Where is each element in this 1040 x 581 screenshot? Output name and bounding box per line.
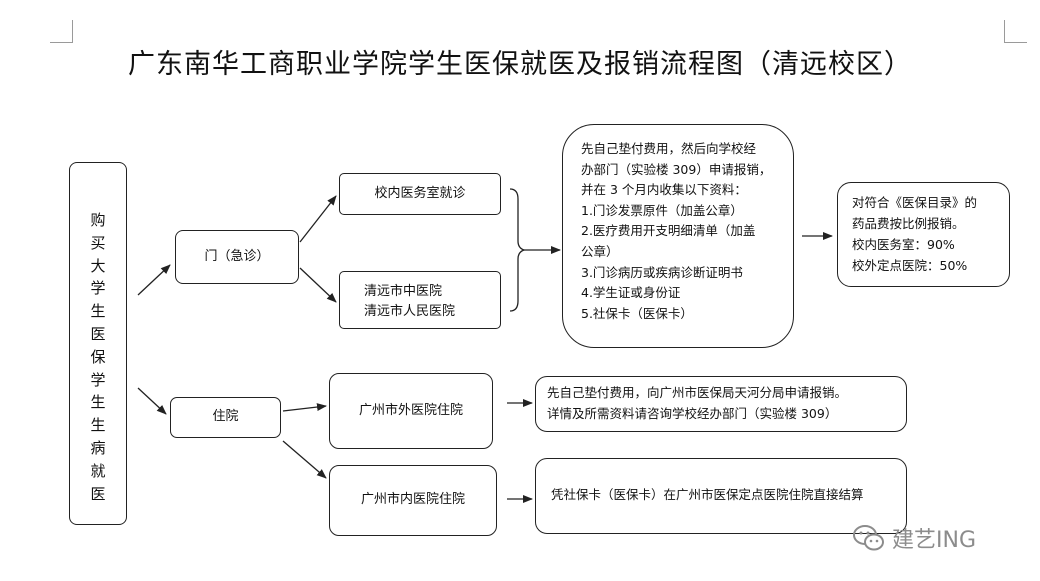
campus-clinic-label: 校内医务室就诊 [374, 185, 466, 201]
outside-guangzhou-box: 广州市外医院住院 [329, 373, 493, 449]
note-line: 先自己垫付费用，向广州市医保局天河分局申请报销。 [547, 385, 848, 400]
reimburse-steps-box: 先自己垫付费用，然后向学校经 办部门（实验楼 309）申请报销， 并在 3 个月… [562, 124, 794, 348]
step-line: 1.门诊发票原件（加盖公章） [581, 202, 743, 218]
note-line: 凭社保卡（医保卡）在广州市医保定点医院住院直接结算 [551, 487, 864, 502]
emergency-box: 门（急诊） [175, 230, 299, 284]
hospital-line: 清远市人民医院 [364, 304, 456, 320]
note-line: 详情及所需资料请咨询学校经办部门（实验楼 309） [547, 406, 838, 421]
step-line: 先自己垫付费用，然后向学校经 [581, 141, 757, 156]
emergency-label: 门（急诊） [204, 248, 270, 264]
ratio-line: 校外定点医院：50% [852, 258, 968, 273]
hospital-line: 清远市中医院 [364, 284, 443, 299]
arrow-emergency-to-clinic [299, 195, 337, 243]
hospitalization-label: 住院 [212, 409, 239, 425]
arrow-root-to-emergency [137, 264, 171, 296]
arrow-hosp-to-outside [282, 403, 327, 412]
outside-guangzhou-label: 广州市外医院住院 [358, 402, 463, 418]
qingyuan-hospitals-box: 清远市中医院 清远市人民医院 [339, 271, 501, 329]
arrow-hosp-to-inside [282, 440, 327, 479]
outside-guangzhou-note-box: 先自己垫付费用，向广州市医保局天河分局申请报销。 详情及所需资料请咨询学校经办部… [535, 376, 907, 432]
ratio-line: 校内医务室：90% [852, 237, 955, 252]
crop-mark-top-right [1004, 20, 1027, 43]
reimburse-ratio-box: 对符合《医保目录》的 药品费按比例报销。 校内医务室：90% 校外定点医院：50… [837, 182, 1010, 287]
inside-guangzhou-label: 广州市内医院住院 [360, 492, 465, 508]
inside-guangzhou-box: 广州市内医院住院 [329, 465, 497, 536]
step-line: 2.医疗费用开支明细清单（加盖 [581, 223, 756, 239]
ratio-line: 对符合《医保目录》的 [852, 195, 978, 210]
crop-mark-top-left [50, 20, 73, 43]
hospitalization-box: 住院 [170, 397, 281, 438]
root-label: 购 买 大 学 生 医 保 学 生 生 病 就 医 [90, 211, 106, 503]
campus-clinic-box: 校内医务室就诊 [339, 173, 501, 215]
bracket-merge [509, 188, 527, 312]
step-line: 公章） [581, 243, 619, 259]
root-box: 购 买 大 学 生 医 保 学 生 生 病 就 医 [69, 162, 127, 525]
step-line: 4.学生证或身份证 [581, 285, 681, 301]
wechat-icon [853, 525, 884, 551]
page-title: 广东南华工商职业学院学生医保就医及报销流程图（清远校区） [128, 49, 912, 80]
step-line: 5.社保卡（医保卡） [581, 305, 693, 321]
step-line: 办部门（实验楼 309）申请报销， [581, 161, 772, 177]
inside-guangzhou-note-box: 凭社保卡（医保卡）在广州市医保定点医院住院直接结算 [535, 458, 907, 534]
watermark-text: 建艺ING [892, 528, 976, 553]
step-line: 并在 3 个月内收集以下资料： [581, 182, 747, 198]
ratio-line: 药品费按比例报销。 [852, 216, 965, 231]
arrow-root-to-hospitalization [137, 387, 167, 415]
watermark: 建艺ING [852, 521, 976, 555]
arrow-emergency-to-qingyuan [299, 267, 337, 303]
step-line: 3.门诊病历或疾病诊断证明书 [581, 264, 743, 280]
